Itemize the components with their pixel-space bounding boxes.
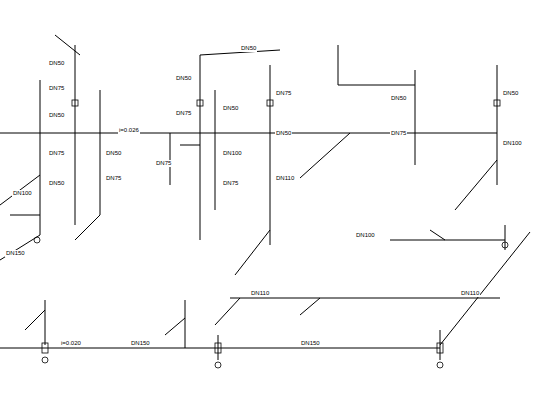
pipe-label: DN150: [300, 340, 321, 347]
pipe-label: DN110: [250, 290, 270, 297]
pipe-label: DN100: [222, 150, 243, 157]
pipe-label: DN110: [460, 290, 480, 297]
pipe-label: DN50: [48, 60, 65, 67]
cleanout-symbol: [215, 362, 221, 368]
branch-pipe: [0, 235, 40, 260]
pipe-label: DN75: [390, 130, 407, 137]
pipe-label: DN75: [175, 110, 192, 117]
pipe-label: DN100: [12, 190, 33, 197]
fitting-symbol: [215, 343, 221, 353]
riser-pipe: [440, 330, 441, 360]
pipe-label: DN100: [502, 140, 523, 147]
pipe-label: DN50: [48, 180, 65, 187]
branch-pipe: [0, 175, 40, 205]
pipe-label: DN50: [48, 112, 65, 119]
branch-pipe: [300, 133, 350, 178]
branch-pipe: [230, 298, 500, 299]
pipe-label: DN150: [5, 250, 26, 257]
riser-pipe: [40, 80, 41, 235]
pipe-label: DN50: [175, 75, 192, 82]
riser-pipe: [100, 90, 101, 215]
branch-pipe: [300, 298, 320, 315]
riser-pipe: [75, 45, 76, 225]
pipe-label: DN100: [355, 232, 376, 239]
riser-pipe: [270, 65, 271, 245]
cleanout-symbol: [42, 357, 48, 363]
main-pipe: [440, 232, 530, 345]
pipe-label: DN75: [275, 90, 292, 97]
pipe-label: DN75: [48, 85, 65, 92]
riser-pipe: [415, 70, 416, 165]
pipe-label: DN75: [105, 175, 122, 182]
pipe-label: DN75: [222, 180, 239, 187]
branch-pipe: [235, 230, 270, 275]
cleanout-symbol: [437, 362, 443, 368]
riser-pipe: [185, 300, 186, 348]
pipe-label: i=0.020: [60, 340, 82, 347]
pipe-label: DN50: [240, 45, 257, 52]
branch-pipe: [25, 310, 45, 330]
cleanout-symbol: [34, 237, 40, 243]
main-pipe: [440, 133, 497, 134]
fitting-symbol: [494, 100, 500, 106]
branch-pipe: [10, 215, 40, 216]
branch-pipe: [390, 240, 445, 241]
pipe-label: DN50: [105, 150, 122, 157]
branch-pipe: [430, 230, 445, 240]
pipe-label: DN50: [275, 130, 292, 137]
riser-pipe: [338, 45, 339, 85]
branch-pipe: [170, 133, 171, 185]
branch-pipe: [215, 298, 240, 325]
pipe-label: DN110: [275, 175, 295, 182]
branch-pipe: [445, 240, 505, 241]
fitting-symbol: [267, 100, 273, 106]
pipe-label: DN150: [130, 340, 151, 347]
pipe-label: DN50: [390, 95, 407, 102]
riser-pipe: [45, 300, 46, 345]
branch-pipe: [165, 318, 185, 335]
fitting-symbol: [437, 343, 443, 353]
fitting-symbol: [42, 343, 48, 353]
pipe-label: DN75: [155, 160, 172, 167]
main-pipe: [0, 133, 440, 134]
riser-pipe: [505, 225, 506, 250]
branch-pipe: [455, 160, 497, 210]
riser-pipe: [497, 65, 498, 185]
pipe-label: DN75: [48, 150, 65, 157]
fitting-symbol: [197, 100, 203, 106]
pipe-label: DN50: [502, 90, 519, 97]
main-pipe: [0, 348, 440, 349]
cleanout-symbol: [502, 242, 508, 248]
branch-pipe: [338, 85, 415, 86]
riser-pipe: [215, 90, 216, 210]
riser-pipe: [200, 55, 201, 240]
branch-pipe: [75, 215, 100, 240]
pipe-label: i=0.026: [118, 127, 140, 134]
fitting-symbol: [72, 100, 78, 106]
branch-pipe: [55, 35, 80, 55]
pipe-label: DN50: [222, 105, 239, 112]
branch-pipe: [180, 145, 200, 146]
riser-pipe: [218, 335, 219, 360]
